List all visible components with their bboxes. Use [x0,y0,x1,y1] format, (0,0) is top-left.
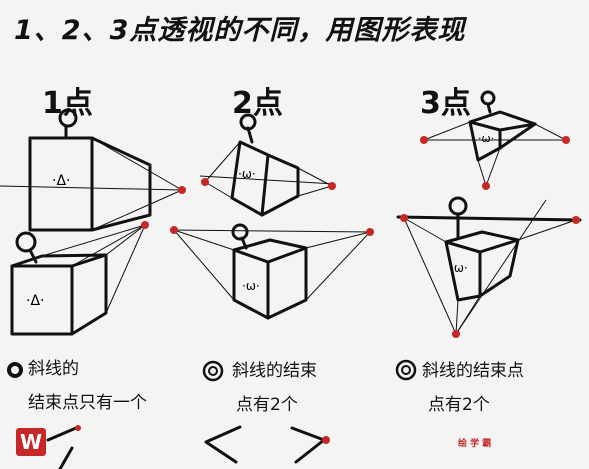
svg-text:·ω·: ·ω· [450,261,468,275]
svg-text:·Δ·: ·Δ· [26,293,44,309]
three-point-box-top: ·ω· [420,90,570,190]
one-point-cube-bottom: ·Δ· [10,221,149,336]
page-title: 1、2、3点透视的不同，用图形表现 [14,15,466,46]
bottom-line-fragments [46,425,330,469]
one-point-cube-top: ·Δ· [0,108,186,232]
brand-logo: W [16,428,46,456]
caption-1-line2: 结束点只有一个 [28,393,147,413]
svg-text:·ω·: ·ω· [478,132,494,145]
label-three-point: 3点 [420,86,471,121]
watermark: 绘 学 霸 [458,439,492,449]
caption-2-line1: 斜线的结束 [232,361,317,381]
caption-1-line1: 斜线的 [28,359,79,379]
two-point-box-bottom: ·ω· [170,223,374,320]
svg-text:·Δ·: ·Δ· [52,173,70,189]
three-point-box-bottom: ·ω· [396,196,582,338]
circled-swirl-icon [202,360,224,382]
label-two-point: 2点 [232,86,283,121]
svg-text:·ω·: ·ω· [242,279,260,293]
label-one-point: 1点 [42,86,93,121]
circled-swirl-icon [395,359,417,381]
caption-2-line2: 点有2个 [236,395,298,415]
svg-text:·ω·: ·ω· [238,167,256,181]
caption-3-line2: 点有2个 [428,395,490,415]
two-point-box-top: ·ω· [199,113,336,217]
caption-3-line1: 斜线的结束点 [422,361,524,381]
circled-swirl-icon [7,362,23,378]
